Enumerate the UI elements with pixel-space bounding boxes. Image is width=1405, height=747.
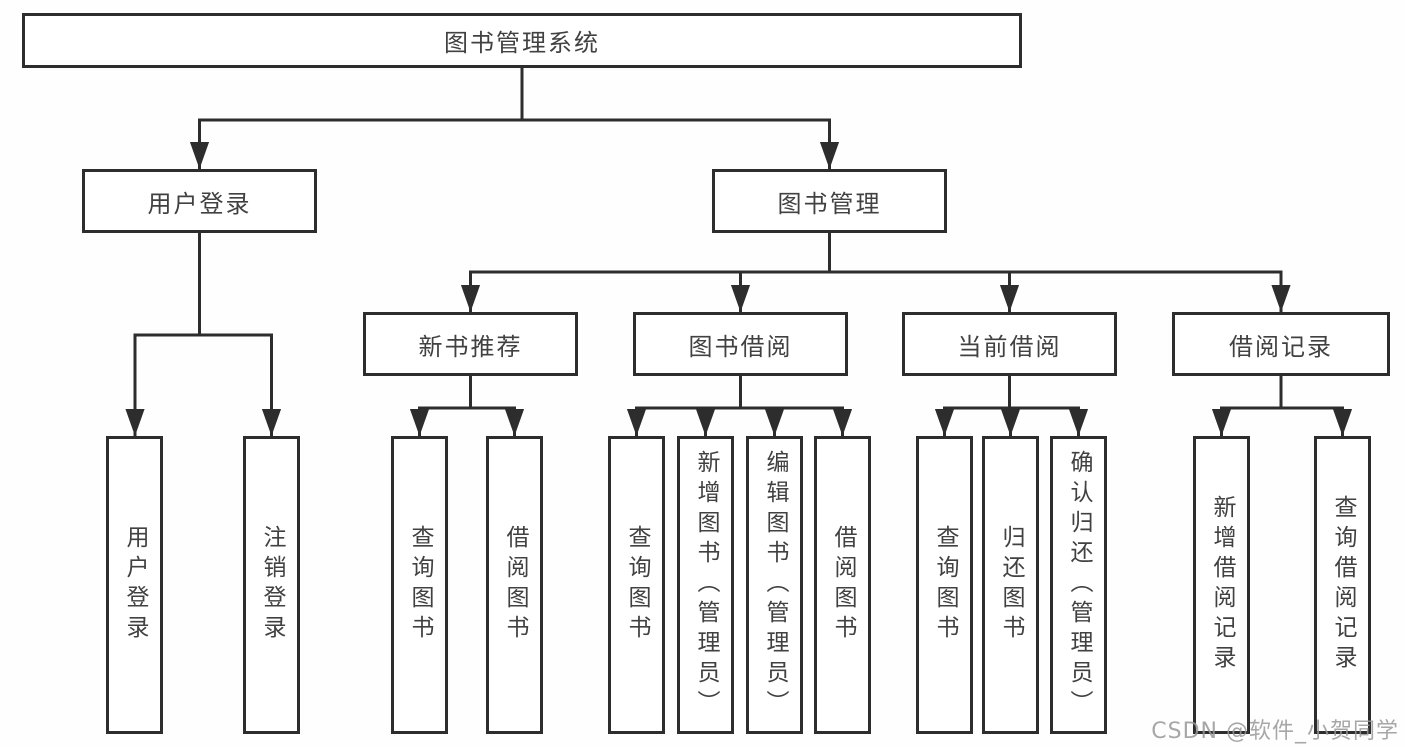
node-new-book-recommend-label: 新书推荐 bbox=[418, 332, 523, 361]
node-bb-query-books-label: 查询图书 bbox=[624, 525, 650, 645]
node-leaf-user-login: 用户登录 bbox=[106, 436, 163, 734]
node-bb-add-book-admin-label: 新增图书（管理员） bbox=[693, 450, 719, 720]
node-nbr-query-books-label: 查询图书 bbox=[407, 525, 433, 645]
node-br-add-record: 新增借阅记录 bbox=[1193, 436, 1250, 734]
node-bb-borrow-books: 借阅图书 bbox=[814, 436, 871, 734]
node-nbr-borrow-books: 借阅图书 bbox=[486, 436, 543, 734]
node-leaf-logout: 注销登录 bbox=[243, 436, 300, 734]
node-book-borrow-label: 图书借阅 bbox=[688, 332, 793, 361]
node-bb-edit-book-admin-label: 编辑图书（管理员） bbox=[762, 450, 788, 720]
node-bb-borrow-books-label: 借阅图书 bbox=[830, 525, 856, 645]
node-br-query-record: 查询借阅记录 bbox=[1314, 436, 1371, 734]
node-user-login: 用户登录 bbox=[82, 169, 317, 233]
node-br-query-record-label: 查询借阅记录 bbox=[1330, 495, 1356, 675]
node-leaf-logout-label: 注销登录 bbox=[259, 525, 285, 645]
node-root-label: 图书管理系统 bbox=[444, 29, 600, 57]
node-current-borrow-label: 当前借阅 bbox=[957, 332, 1062, 361]
node-leaf-user-login-label: 用户登录 bbox=[122, 525, 148, 645]
node-bb-query-books: 查询图书 bbox=[608, 436, 665, 734]
node-new-book-recommend: 新书推荐 bbox=[363, 312, 578, 376]
node-root: 图书管理系统 bbox=[22, 13, 1022, 68]
node-bb-edit-book-admin: 编辑图书（管理员） bbox=[746, 436, 803, 734]
node-user-login-label: 用户登录 bbox=[147, 189, 252, 218]
node-book-management-label: 图书管理 bbox=[777, 189, 882, 218]
node-borrow-records-label: 借阅记录 bbox=[1229, 332, 1333, 361]
node-book-borrow: 图书借阅 bbox=[633, 312, 848, 376]
node-book-management: 图书管理 bbox=[712, 169, 947, 233]
node-cb-query-books-label: 查询图书 bbox=[932, 525, 958, 645]
watermark: CSDN @软件_小贺同学 bbox=[1151, 719, 1399, 744]
node-cb-return-book-label: 归还图书 bbox=[998, 525, 1024, 645]
node-current-borrow: 当前借阅 bbox=[902, 312, 1117, 376]
node-nbr-query-books: 查询图书 bbox=[391, 436, 448, 734]
node-cb-return-book: 归还图书 bbox=[982, 436, 1039, 734]
node-nbr-borrow-books-label: 借阅图书 bbox=[502, 525, 528, 645]
node-cb-confirm-return-admin-label: 确认归还（管理员） bbox=[1066, 450, 1092, 720]
node-br-add-record-label: 新增借阅记录 bbox=[1209, 495, 1235, 675]
node-cb-confirm-return-admin: 确认归还（管理员） bbox=[1050, 436, 1107, 734]
node-borrow-records: 借阅记录 bbox=[1172, 312, 1390, 376]
node-cb-query-books: 查询图书 bbox=[916, 436, 973, 734]
node-bb-add-book-admin: 新增图书（管理员） bbox=[677, 436, 734, 734]
